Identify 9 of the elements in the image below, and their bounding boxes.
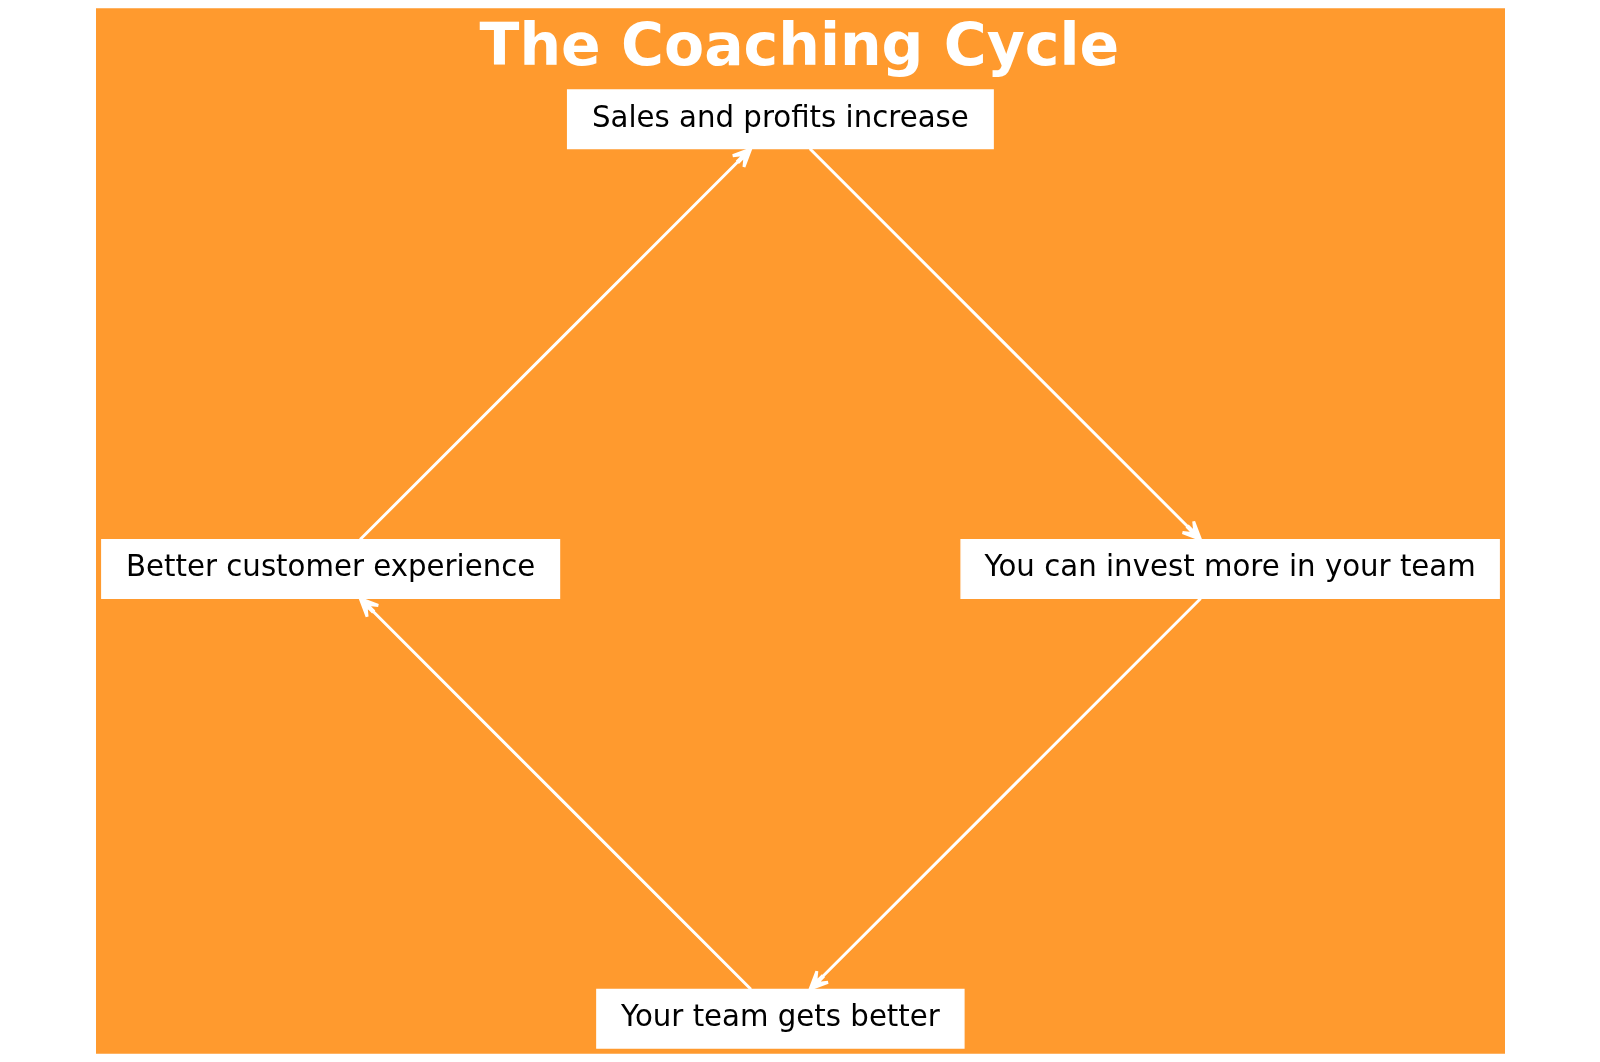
node-box: Your team gets better [595,988,965,1049]
node-box: Better customer experience [100,539,560,599]
node-box: Sales and profits increase [566,89,994,150]
arrow [358,597,752,991]
node-box: You can invest more in your team [959,539,1500,599]
diagram-title: The Coaching Cycle [479,11,1119,80]
arrow [808,597,1202,991]
arrow [808,147,1202,541]
arrow [358,147,752,541]
